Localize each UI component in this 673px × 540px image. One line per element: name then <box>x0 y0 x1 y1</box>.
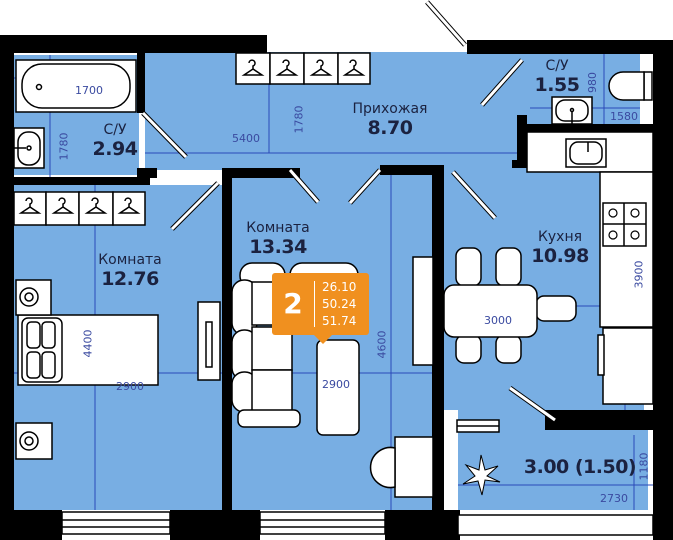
hanger-icon <box>309 59 333 76</box>
sink-icon <box>13 127 45 169</box>
room-area: 10.98 <box>531 245 589 267</box>
window-room-left[interactable] <box>61 511 171 535</box>
hallway-wardrobe <box>235 52 371 85</box>
bathtub-icon <box>15 59 137 113</box>
window-room-middle[interactable] <box>259 511 386 535</box>
room-label-balcony: 3.00 (1.50) <box>520 456 640 478</box>
plant-icon <box>462 454 501 496</box>
bed <box>17 314 159 386</box>
dim-hallway-width: 1780 <box>292 105 306 134</box>
room-name: Комната <box>246 220 310 236</box>
hanger-icon <box>241 59 265 76</box>
rooms-count: 2 <box>283 287 303 320</box>
dim-balcony-width: 2730 <box>600 492 628 505</box>
room-name: Прихожая <box>352 101 428 117</box>
dim-room-middle-width: 2900 <box>322 378 350 391</box>
washing-machine-icon <box>15 279 53 460</box>
room-label-bathroom-2: С/У 1.55 <box>532 58 582 96</box>
walls <box>0 35 673 540</box>
room-label-room-middle: Комната 13.34 <box>238 220 318 258</box>
room-name: Комната <box>98 252 162 268</box>
badge-divider <box>314 281 315 327</box>
dim-room-left-length: 4400 <box>81 329 95 358</box>
room-left-wardrobe <box>13 191 146 226</box>
room-label-kitchen: Кухня 10.98 <box>525 229 595 267</box>
hanger-icon <box>117 197 141 214</box>
dim-bathroom2-width: 1580 <box>610 110 638 123</box>
dim-kitchen-width: 3000 <box>484 314 512 327</box>
window-balcony[interactable] <box>457 514 654 536</box>
room-area: 13.34 <box>249 236 307 258</box>
dining-table <box>443 247 577 364</box>
dim-bathroom2-height: 980 <box>586 72 599 93</box>
hanger-icon <box>18 197 42 214</box>
tv-stand <box>197 256 434 381</box>
dim-bathtub-length: 1700 <box>75 84 103 97</box>
badge-areas: 26.10 50.24 51.74 <box>322 279 356 330</box>
dim-balcony-depth: 1180 <box>637 452 651 481</box>
windows <box>61 419 654 536</box>
room-name: С/У <box>103 122 127 138</box>
hanger-icon <box>342 59 366 76</box>
hanger-icons <box>18 59 366 214</box>
kitchen-counter <box>526 131 654 405</box>
sink-icon-bath2 <box>551 96 593 125</box>
doors[interactable] <box>141 0 557 423</box>
dim-room-middle-length: 4600 <box>375 330 389 359</box>
room-area: 8.70 <box>367 117 413 139</box>
room-area: 3.00 (1.50) <box>523 456 637 478</box>
room-label-room-left: Комната 12.76 <box>90 252 170 290</box>
room-label-bathroom-1: С/У 2.94 <box>90 122 140 160</box>
room-area: 12.76 <box>101 268 159 290</box>
room-name: С/У <box>545 58 569 74</box>
desk <box>369 436 434 498</box>
room-label-hallway: Прихожая 8.70 <box>340 101 440 139</box>
living-area: 26.10 <box>322 280 357 294</box>
dim-bathroom1-width: 1780 <box>57 132 71 161</box>
toilet-icon <box>608 71 653 101</box>
coffee-table <box>316 339 360 436</box>
stove-burner-icon <box>608 208 640 240</box>
dim-kitchen-length: 3900 <box>632 260 646 289</box>
room-name: Кухня <box>537 229 583 245</box>
room-area: 2.94 <box>92 138 138 160</box>
hanger-icon <box>84 197 108 214</box>
total-area: 50.24 <box>322 297 357 311</box>
dim-hallway-length: 5400 <box>232 132 260 145</box>
hanger-icon <box>275 59 299 76</box>
apartment-summary-badge: 2 26.10 50.24 51.74 <box>272 273 369 344</box>
dim-room-left-width: 2900 <box>116 380 144 393</box>
room-area: 1.55 <box>534 74 580 96</box>
total-area-with-balcony: 51.74 <box>322 314 357 328</box>
hanger-icon <box>51 197 75 214</box>
